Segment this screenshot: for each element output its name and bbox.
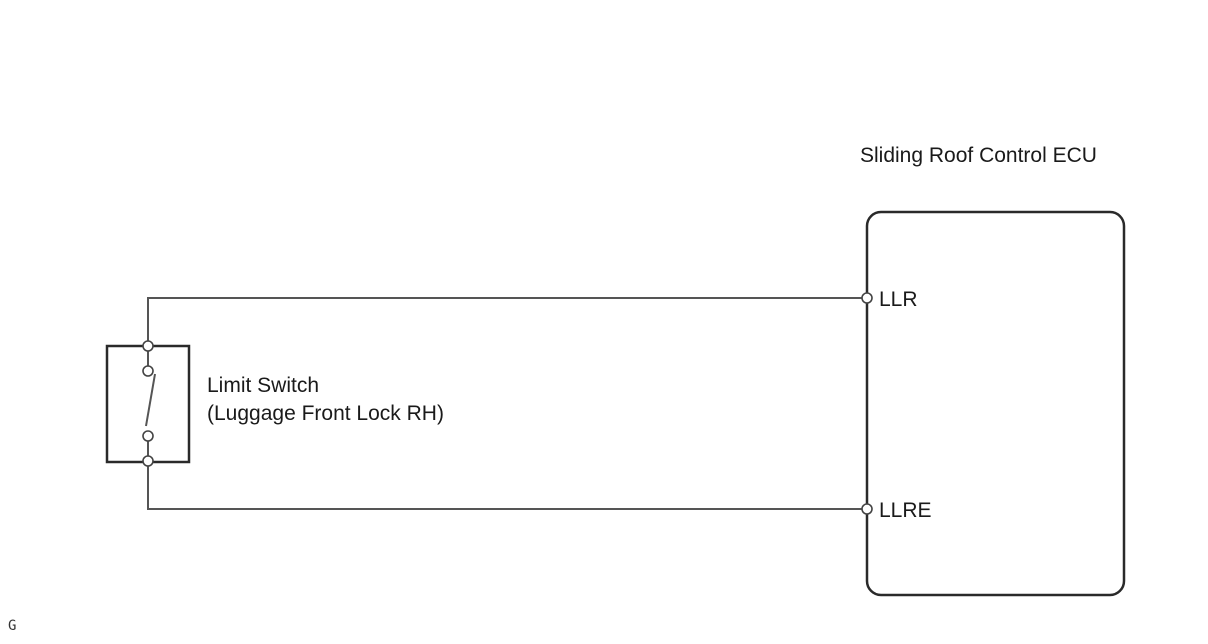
switch-contact-arm [145,373,156,427]
switch-terminal-top [142,340,154,352]
corner-mark: G [8,618,16,634]
switch-contact-bottom [142,430,154,442]
ecu-title: Sliding Roof Control ECU [860,144,1097,167]
terminal-label-llr: LLR [879,288,918,311]
wire-llr [147,297,867,346]
switch-name-line2: (Luggage Front Lock RH) [207,402,444,425]
switch-name-line1: Limit Switch [207,374,319,397]
switch-contact-top [142,365,154,377]
ecu-terminal-llr [861,292,873,304]
terminal-label-llre: LLRE [879,499,932,522]
wire-llre [147,461,867,510]
ecu-terminal-llre [861,503,873,515]
ecu-body [865,210,1126,597]
switch-terminal-bottom [142,455,154,467]
